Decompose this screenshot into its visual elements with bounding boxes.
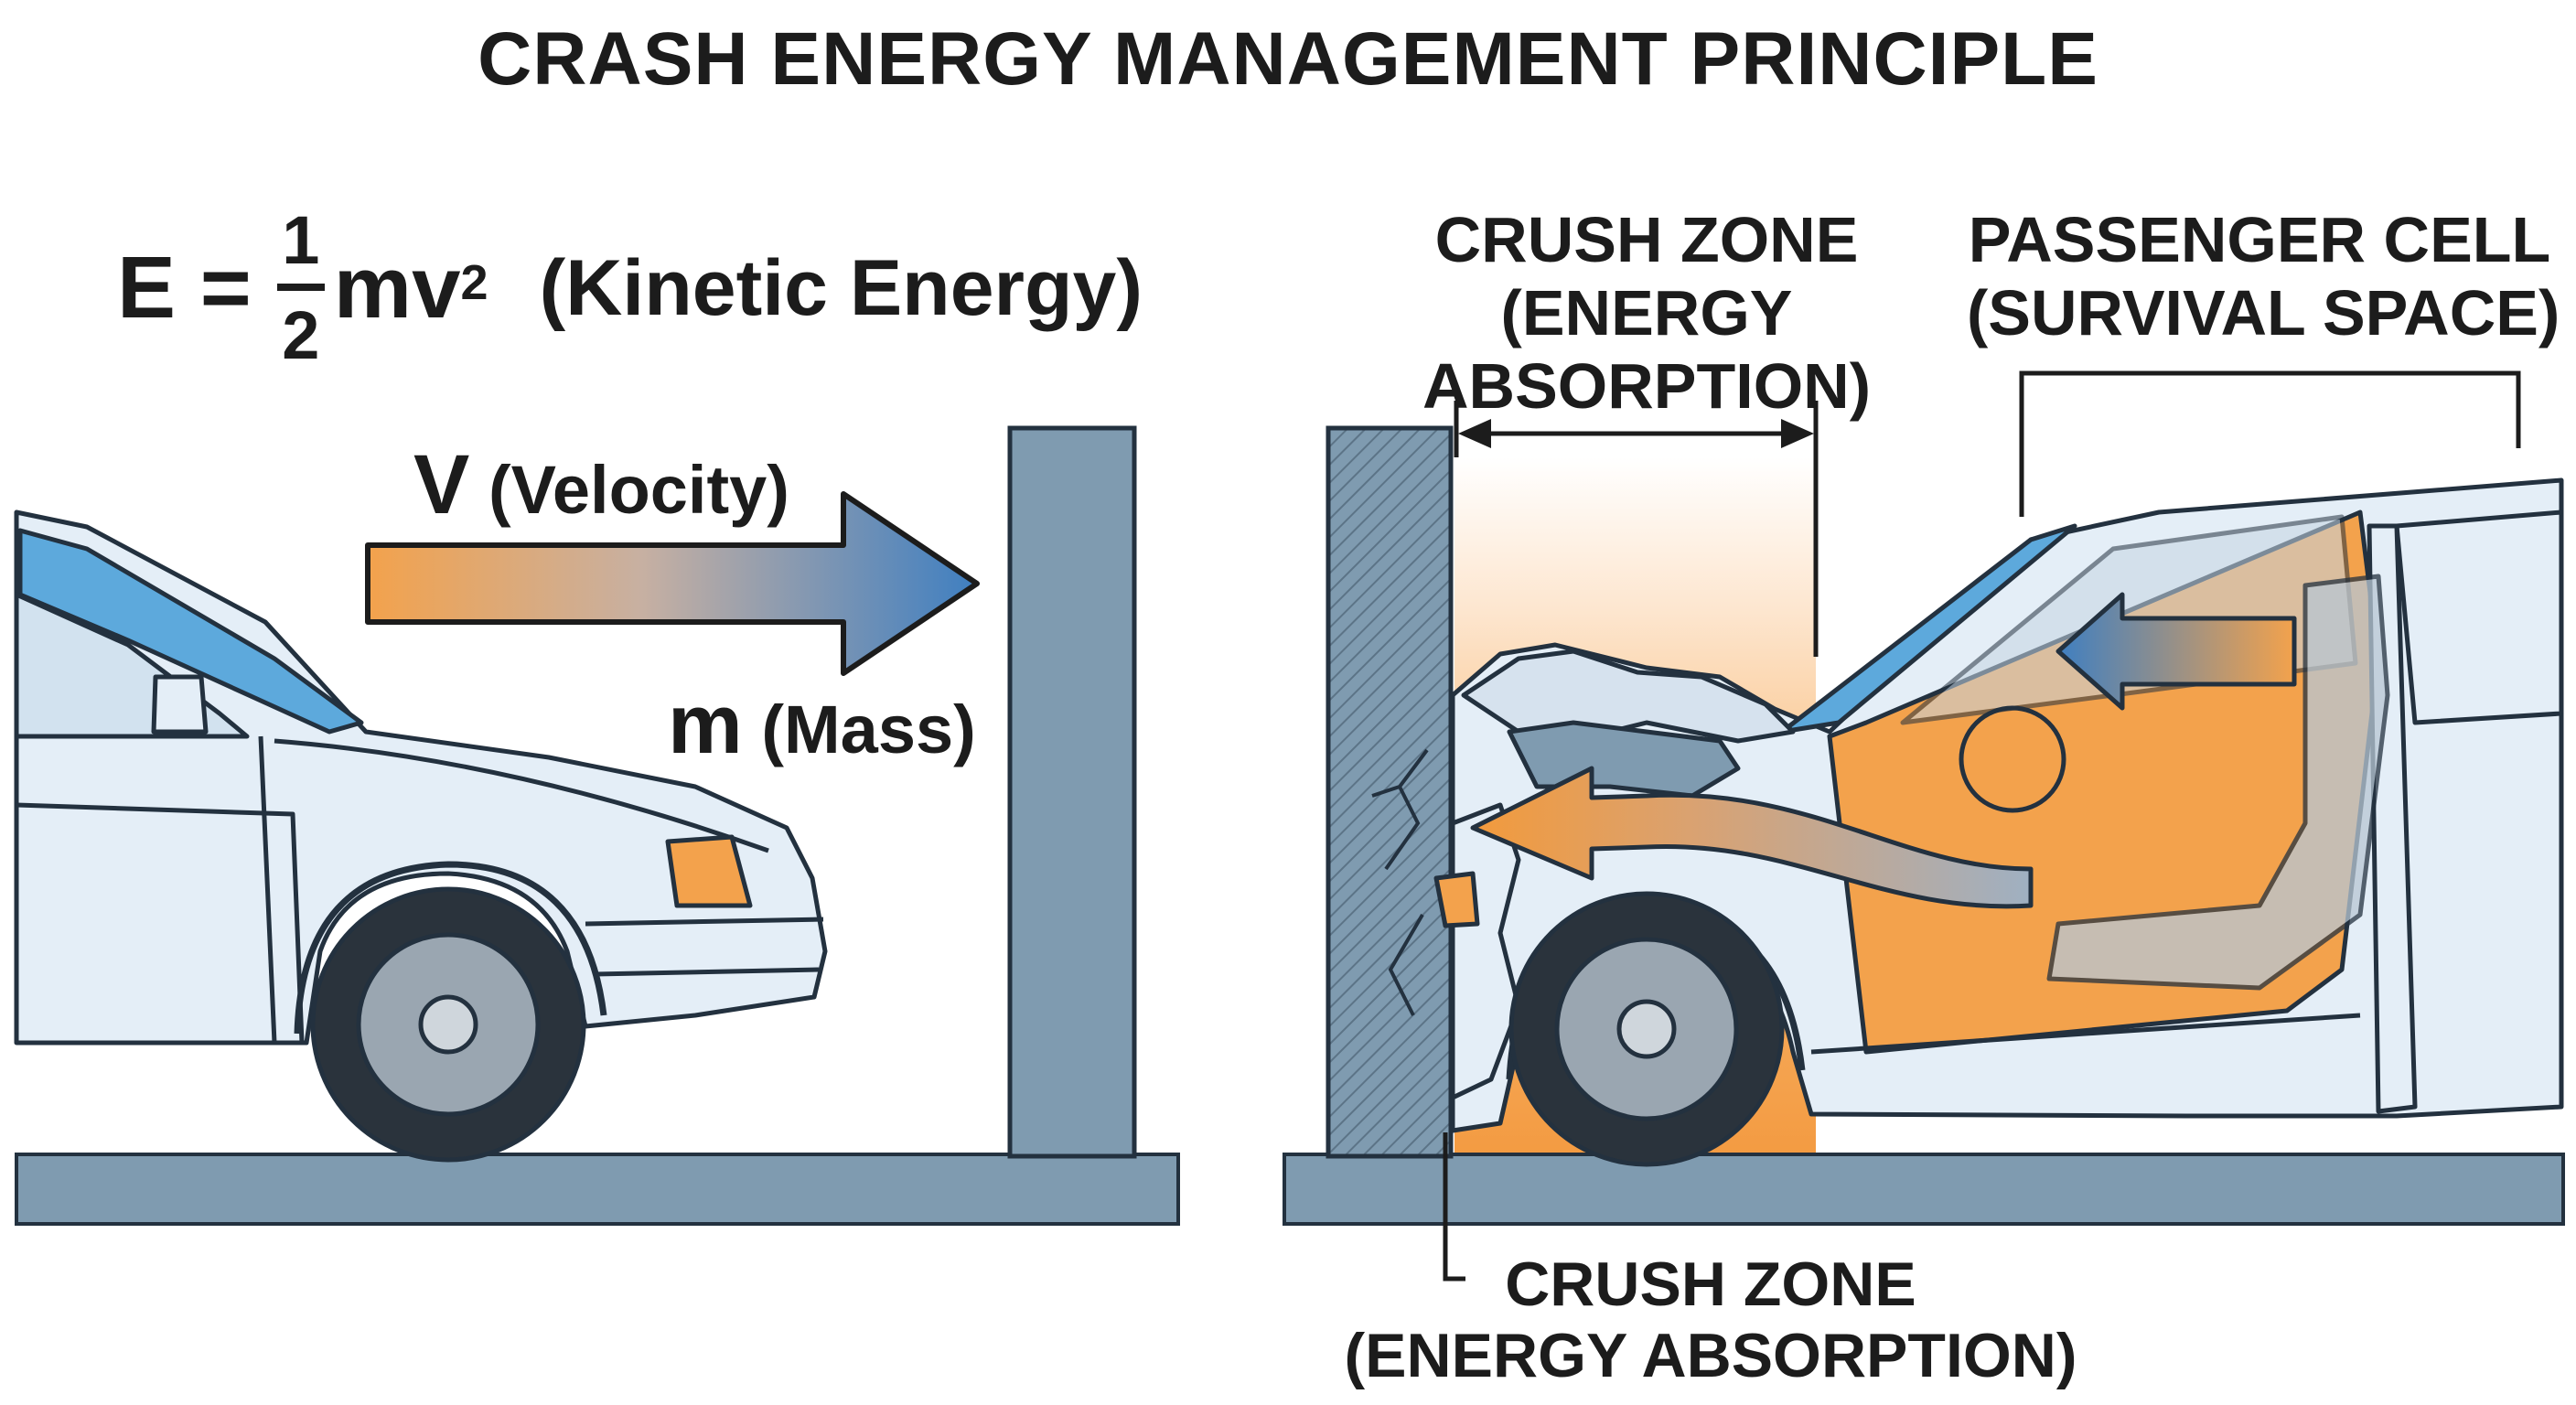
crush-zone-bottom-line2: (ENERGY ABSORPTION) — [1317, 1320, 2104, 1391]
crush-zone-bottom-line1: CRUSH ZONE — [1317, 1249, 2104, 1320]
right-rear-window — [2397, 512, 2561, 723]
fraction-bar — [277, 284, 325, 291]
diagram-title: CRASH ENERGY MANAGEMENT PRINCIPLE — [0, 16, 2576, 102]
crush-zone-top-line1: CRUSH ZONE — [1409, 203, 1884, 276]
formula-label: (Kinetic Energy) — [540, 243, 1143, 334]
passenger-cell-line1: PASSENGER CELL — [1967, 203, 2552, 276]
crush-zone-top-line3: ABSORPTION) — [1409, 349, 1884, 423]
formula-numerator: 1 — [282, 207, 319, 274]
velocity-symbol: V — [413, 438, 469, 531]
crush-zone-top-label: CRUSH ZONE (ENERGY ABSORPTION) — [1409, 203, 1884, 423]
mass-symbol: m — [668, 678, 743, 771]
mass-label: m (Mass) — [668, 677, 976, 773]
right-hub — [1619, 1002, 1674, 1056]
formula-fraction: 1 2 — [277, 207, 325, 370]
formula-denominator: 2 — [282, 302, 319, 370]
formula-lhs: E = — [117, 238, 252, 338]
velocity-label: V (Velocity) — [413, 437, 789, 533]
crushed-headlight — [1436, 874, 1477, 926]
formula-exponent: 2 — [461, 254, 488, 311]
left-ground — [16, 1154, 1178, 1224]
mass-text: (Mass) — [761, 692, 975, 767]
right-ground — [1284, 1154, 2563, 1224]
velocity-text: (Velocity) — [488, 452, 789, 528]
crush-zone-top-line2: (ENERGY — [1409, 276, 1884, 349]
right-wall — [1328, 428, 1451, 1156]
left-mirror — [154, 677, 206, 732]
left-barrier — [1010, 428, 1134, 1156]
passenger-cell-line2: (SURVIVAL SPACE) — [1967, 276, 2552, 349]
formula-mv: mv — [334, 238, 461, 338]
left-hub — [421, 997, 476, 1052]
passenger-cell-label: PASSENGER CELL (SURVIVAL SPACE) — [1967, 203, 2552, 349]
crush-zone-bottom-label: CRUSH ZONE (ENERGY ABSORPTION) — [1317, 1249, 2104, 1391]
